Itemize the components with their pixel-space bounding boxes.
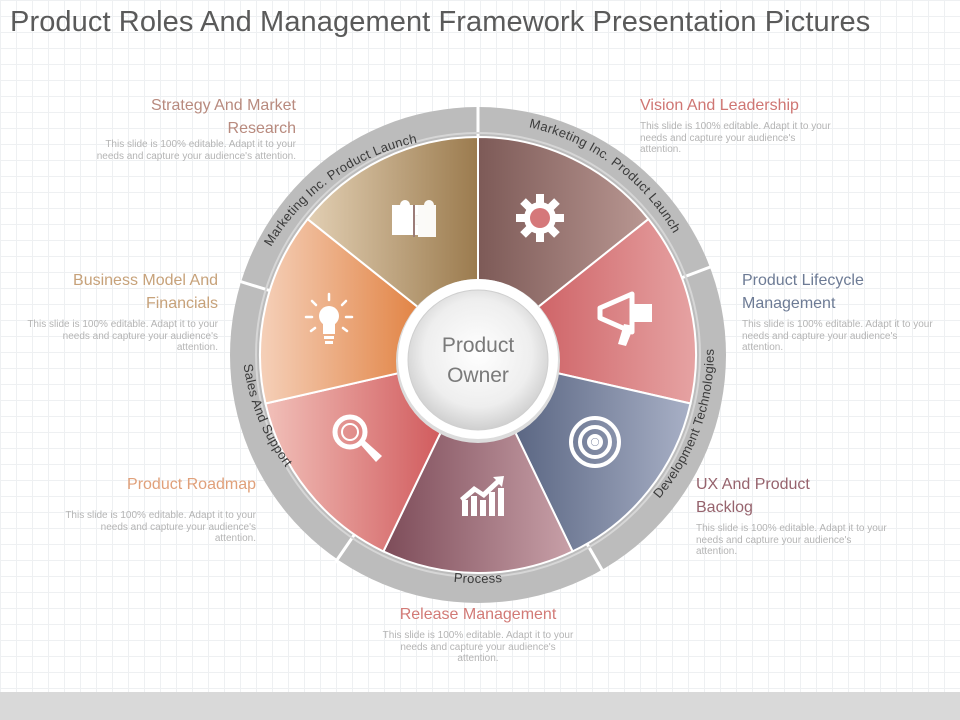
hub-disc [407, 289, 549, 431]
gear-icon [516, 194, 564, 242]
magnifier-icon [332, 414, 382, 462]
target-icon [569, 416, 621, 468]
callout-roadmap: Product Roadmap This slide is 100% edita… [46, 473, 256, 545]
center-label-line1: Product [442, 334, 515, 357]
center-label-line2: Owner [447, 364, 509, 387]
callout-heading: Strategy And Market Research [151, 97, 296, 137]
callout-text: This slide is 100% editable. Adapt it to… [640, 121, 831, 155]
page-title: Product Roles And Management Framework P… [10, 6, 871, 38]
callout-heading: Vision And Leadership [640, 97, 799, 114]
ring-label-bottom: Process [453, 570, 503, 586]
callout-release: Release Management This slide is 100% ed… [373, 603, 583, 665]
callout-business-model: Business Model And Financials This slide… [8, 269, 218, 354]
callout-text: This slide is 100% editable. Adapt it to… [27, 319, 218, 353]
callout-vision: Vision And Leadership This slide is 100%… [640, 94, 850, 156]
callout-text: This slide is 100% editable. Adapt it to… [65, 510, 256, 544]
callout-strategy: Strategy And Market Research This slide … [86, 94, 296, 162]
lightbulb-icon [304, 292, 354, 344]
ring-inner-edge [255, 132, 701, 578]
callout-heading: UX And Product Backlog [696, 476, 810, 516]
callout-text: This slide is 100% editable. Adapt it to… [96, 139, 296, 162]
callout-text: This slide is 100% editable. Adapt it to… [742, 319, 933, 353]
callout-lifecycle: Product Lifecycle Management This slide … [742, 269, 952, 354]
callout-heading: Release Management [399, 606, 557, 623]
callout-heading: Product Lifecycle Management [742, 272, 864, 312]
megaphone-icon [597, 291, 652, 346]
callout-ux: UX And Product Backlog This slide is 100… [696, 473, 906, 558]
puzzle-icon [392, 200, 436, 237]
footer-bar [0, 692, 960, 720]
growth-chart-icon [460, 476, 504, 516]
callout-text: This slide is 100% editable. Adapt it to… [382, 630, 574, 664]
callout-heading: Product Roadmap [127, 476, 256, 493]
callout-heading: Business Model And Financials [73, 272, 218, 312]
callout-text: This slide is 100% editable. Adapt it to… [696, 523, 887, 557]
framework-wheel-diagram: Marketing Inc. Product Launch Marketing … [230, 107, 726, 603]
